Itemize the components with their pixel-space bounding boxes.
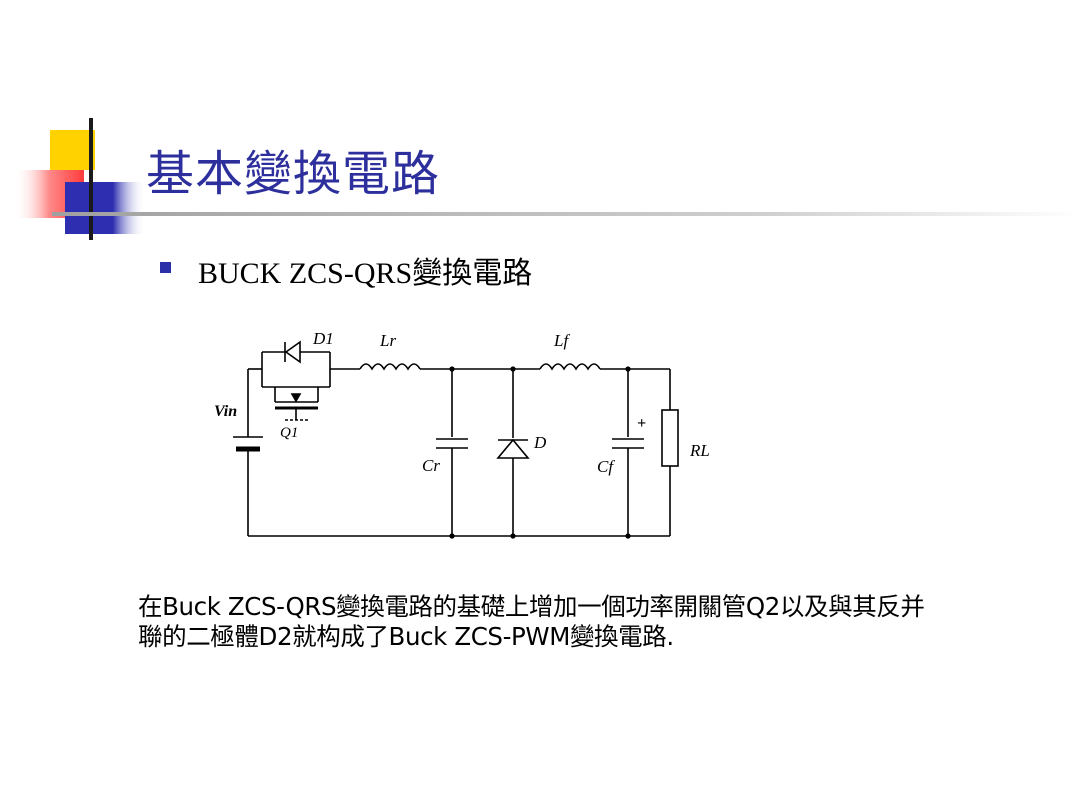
resistor-rl-symbol [661, 409, 679, 467]
diode-d-symbol [496, 438, 530, 459]
diode-d1-symbol [284, 340, 301, 364]
title-decoration [14, 118, 1080, 240]
label-d1: D1 [312, 329, 334, 348]
label-lf: Lf [553, 331, 570, 350]
label-d: D [533, 433, 547, 452]
label-lr: Lr [379, 331, 396, 350]
horizontal-rule [52, 212, 1080, 216]
inductor-lr-coil [359, 363, 421, 371]
label-cf: Cf [597, 457, 615, 476]
yellow-square [50, 130, 95, 170]
label-q1: Q1 [280, 425, 298, 441]
bullet-square-icon [160, 262, 171, 273]
body-paragraph: 在Buck ZCS-QRS變換電路的基礎上增加一個功率開關管Q2以及與其反并聯的… [138, 592, 925, 651]
vertical-divider [89, 118, 93, 240]
blue-gradient-bar [65, 182, 145, 234]
bullet-text: BUCK ZCS-QRS變換電路 [198, 257, 533, 290]
inductor-lf-coil [539, 363, 601, 371]
label-rl: RL [689, 441, 710, 460]
mosfet-arrow [290, 393, 302, 403]
label-plus: + [637, 415, 646, 432]
buck-zcs-qrs-circuit-diagram: D1 Lr Lf Vin Q1 Cr D Cf RL + [214, 329, 710, 539]
slide-title: 基本變換電路 [146, 146, 441, 202]
label-cr: Cr [422, 456, 440, 475]
label-vin: Vin [214, 403, 237, 420]
